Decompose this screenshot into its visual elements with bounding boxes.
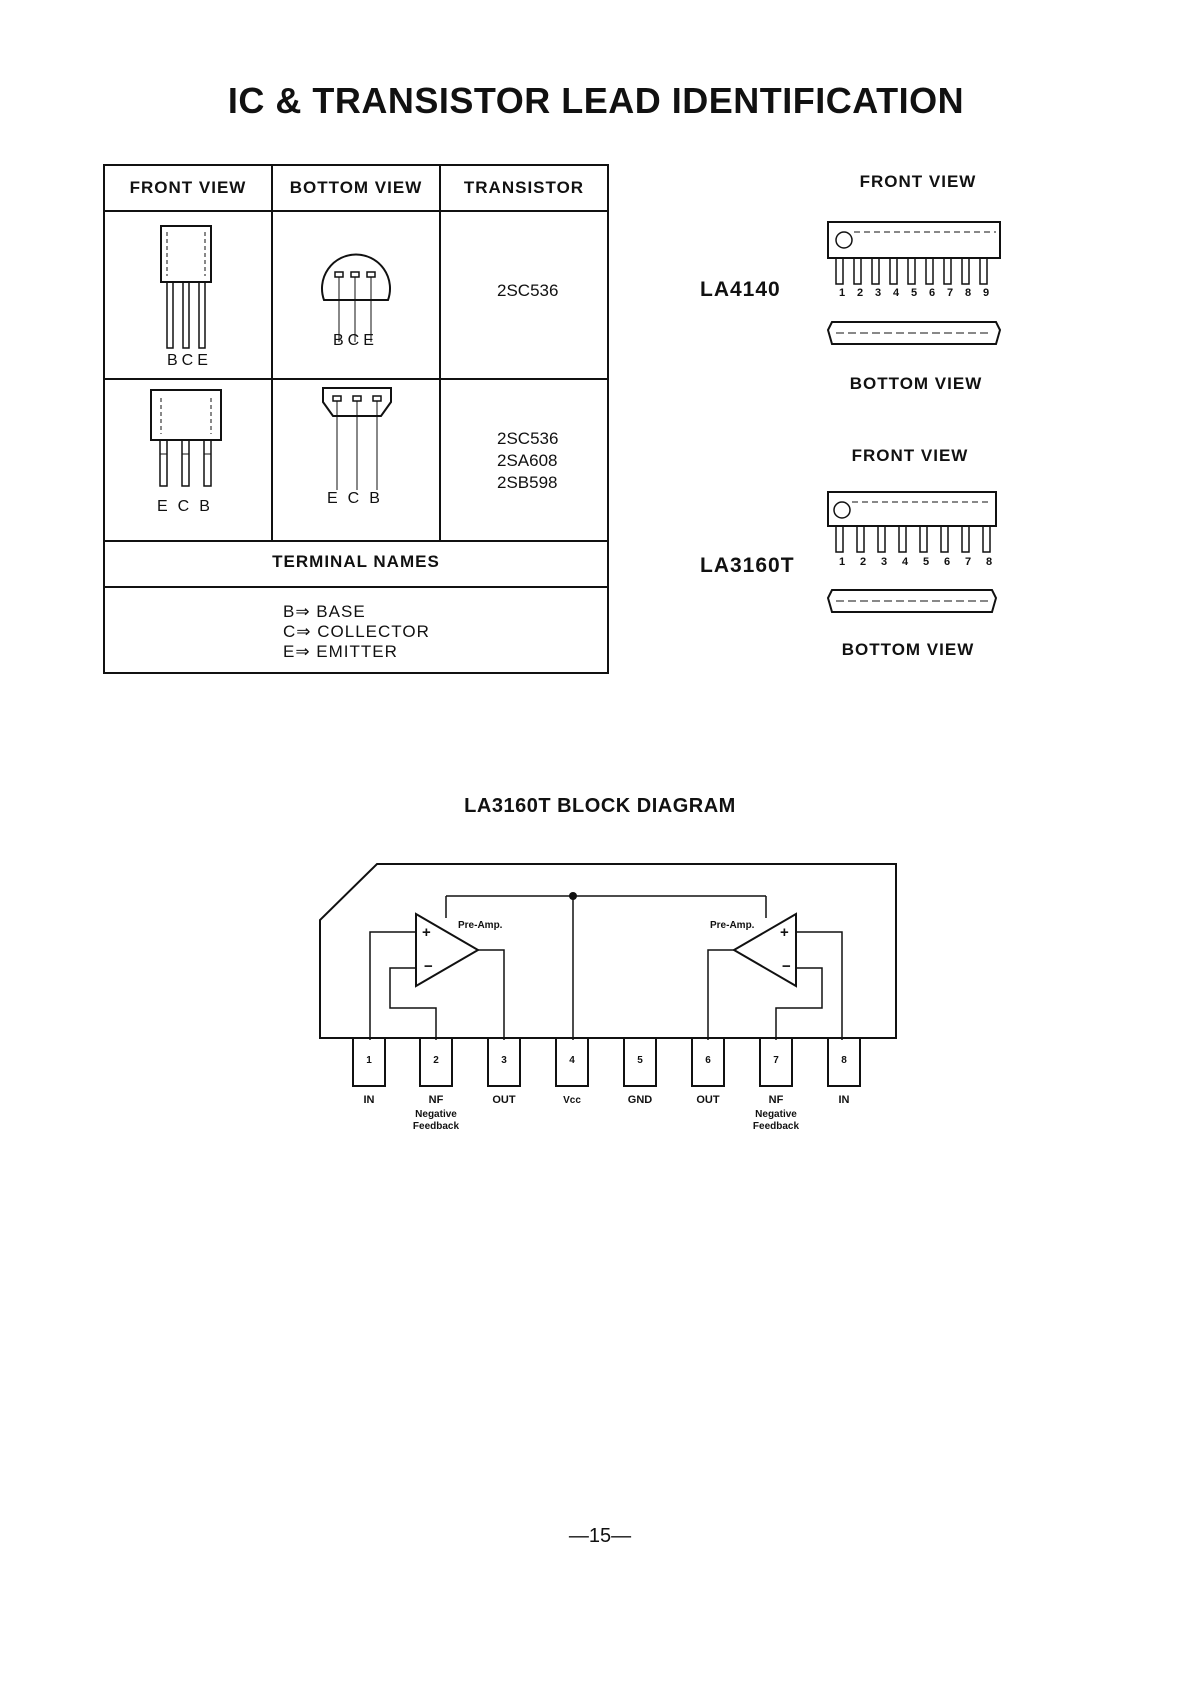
pin-number: 7	[964, 556, 972, 568]
transistor-table: FRONT VIEW BOTTOM VIEW TRANSISTOR BCE BC…	[103, 164, 609, 674]
table-divider	[439, 166, 441, 540]
ic-pin-number: 8	[841, 1055, 847, 1066]
table-divider	[105, 210, 607, 212]
header-transistor: TRANSISTOR	[463, 178, 585, 197]
pin-number: 3	[880, 556, 888, 568]
pin-number: 7	[946, 287, 954, 299]
pin-number: 8	[964, 287, 972, 299]
pin-number: 1	[838, 287, 846, 299]
pin-number: 4	[892, 287, 900, 299]
pin-number: 1	[838, 556, 846, 568]
pin-number: 6	[928, 287, 936, 299]
ic-pin-number: 3	[501, 1055, 507, 1066]
flat-front-drawing	[150, 389, 222, 487]
table-divider	[105, 540, 607, 542]
la4140-bottom-view-label: BOTTOM VIEW	[849, 374, 983, 393]
ic-pin-number: 6	[705, 1055, 711, 1066]
page-title: IC & TRANSISTOR LEAD IDENTIFICATION	[227, 80, 965, 121]
terminal-name: B⇒ BASE	[283, 602, 366, 621]
pin-number: 3	[874, 287, 882, 299]
preamp-left-label: Pre-Amp.	[458, 920, 503, 931]
pin-number: 6	[943, 556, 951, 568]
minus-sign: −	[782, 958, 791, 975]
la3160t-bottom-view-label: BOTTOM VIEW	[841, 640, 975, 659]
transistor-part: 2SB598	[497, 473, 558, 492]
bottom-pin-labels: ECB	[327, 490, 390, 507]
bottom-pin-labels: BCE	[333, 332, 378, 349]
ic-pin-number: 2	[433, 1055, 439, 1066]
pin-caption: GND	[627, 1094, 653, 1106]
pin-subcaption: Negative Feedback	[412, 1109, 460, 1132]
table-divider	[105, 586, 607, 588]
front-pin-labels: BCE	[167, 352, 212, 369]
terminal-name: E⇒ EMITTER	[283, 642, 398, 661]
pin-caption: IN	[838, 1094, 850, 1106]
plus-sign: +	[780, 924, 789, 941]
pin-number: 2	[859, 556, 867, 568]
preamp-right-label: Pre-Amp.	[710, 920, 755, 931]
la3160t-drawing	[826, 491, 998, 613]
pin-caption: NF	[428, 1094, 444, 1106]
la4140-label: LA4140	[700, 278, 781, 301]
pin-number: 9	[982, 287, 990, 299]
la3160t-label: LA3160T	[700, 554, 795, 577]
block-diagram-title: LA3160T BLOCK DIAGRAM	[464, 795, 736, 817]
flat-bottom-drawing	[322, 387, 392, 490]
pin-caption: OUT	[696, 1094, 720, 1106]
page-number: —15—	[568, 1525, 632, 1547]
to92-bottom-drawing	[321, 253, 391, 342]
ic-pin-number: 4	[569, 1055, 575, 1066]
pin-caption: OUT	[492, 1094, 516, 1106]
ic-pin-number: 5	[637, 1055, 643, 1066]
plus-sign: +	[422, 924, 431, 941]
la4140-front-view-label: FRONT VIEW	[859, 172, 977, 191]
terminal-name: C⇒ COLLECTOR	[283, 622, 430, 641]
ic-pin-number: 1	[366, 1055, 372, 1066]
table-divider	[271, 166, 273, 540]
pin-caption: IN	[363, 1094, 375, 1106]
pin-number: 2	[856, 287, 864, 299]
la3160t-front-view-label: FRONT VIEW	[851, 446, 969, 465]
to92-front-drawing	[160, 225, 212, 349]
transistor-part: 2SC536	[497, 429, 559, 448]
pin-subcaption: Negative Feedback	[752, 1109, 800, 1132]
pin-number: 8	[985, 556, 993, 568]
front-pin-labels: ECB	[157, 498, 220, 515]
terminal-names-header: TERMINAL NAMES	[272, 552, 440, 571]
transistor-part: 2SC536	[497, 281, 559, 300]
pin-number: 4	[901, 556, 909, 568]
minus-sign: −	[424, 958, 433, 975]
transistor-part: 2SA608	[497, 451, 558, 470]
pin-caption: NF	[768, 1094, 784, 1106]
table-divider	[105, 378, 607, 380]
pin-caption: Vcc	[563, 1095, 581, 1106]
la4140-drawing	[826, 221, 1002, 345]
header-front-view: FRONT VIEW	[129, 178, 247, 197]
pin-number: 5	[910, 287, 918, 299]
pin-number: 5	[922, 556, 930, 568]
ic-pin-number: 7	[773, 1055, 779, 1066]
header-bottom-view: BOTTOM VIEW	[289, 178, 423, 197]
terminal-names-list: B⇒ BASE C⇒ COLLECTOR E⇒ EMITTER	[283, 602, 430, 662]
